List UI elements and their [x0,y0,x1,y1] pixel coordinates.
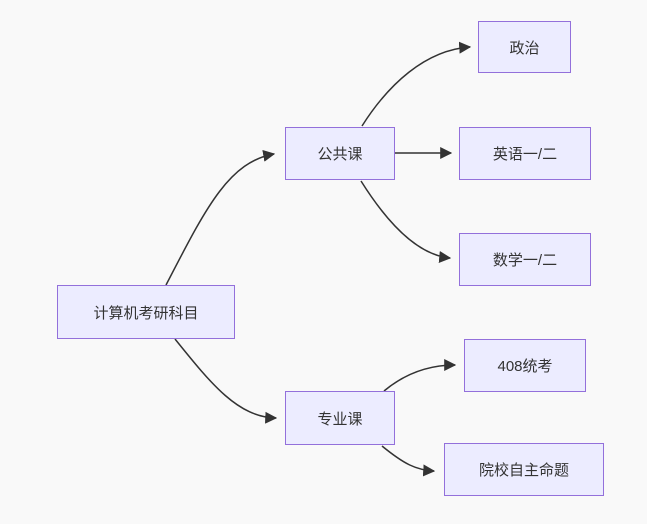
node-public-courses: 公共课 [285,127,395,180]
node-school-proposed: 院校自主命题 [444,443,604,496]
edge-public-politics [361,41,472,127]
edge-major-school [381,445,436,477]
node-politics: 政治 [478,21,571,73]
edge-public-math [360,180,452,263]
node-major-courses: 专业课 [285,391,395,445]
edge-root-major [174,338,278,424]
edge-root-public [165,149,276,286]
node-exam-408: 408统考 [464,339,586,392]
node-english: 英语一/二 [459,127,591,180]
edge-major-exam408 [383,359,457,392]
node-math: 数学一/二 [459,233,591,286]
node-root: 计算机考研科目 [57,285,235,339]
